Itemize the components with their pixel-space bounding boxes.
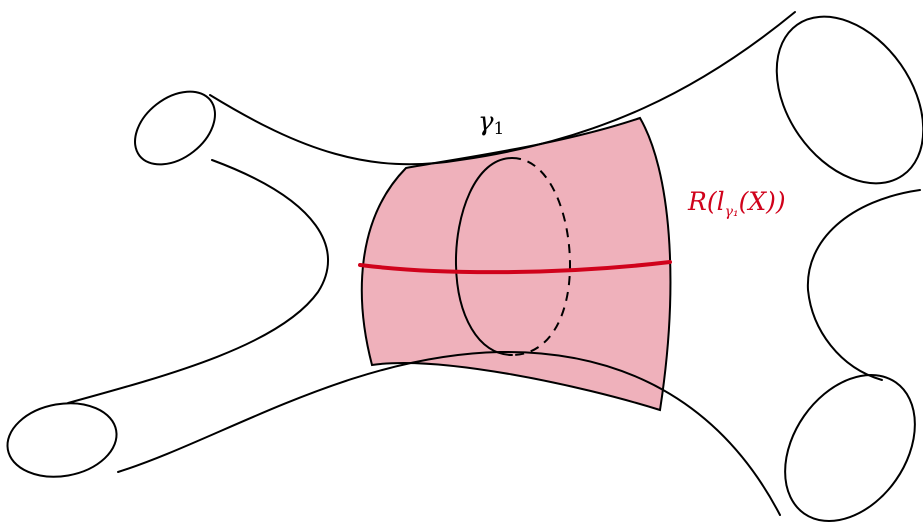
collar-region xyxy=(360,116,672,412)
surface-outline xyxy=(67,11,921,516)
bottom-left-tube-end xyxy=(6,402,118,478)
top-left-tube-end xyxy=(134,90,216,166)
collar-geodesic xyxy=(358,260,672,275)
collar-width-label: R(lγ₁(X)) xyxy=(687,187,786,220)
gamma1-back-arc xyxy=(511,157,572,356)
top-right-tube-end xyxy=(775,15,923,185)
gamma1-front-arc xyxy=(454,157,513,356)
gamma1-label: γ1 xyxy=(478,107,504,139)
bottom-right-tube-end xyxy=(784,374,916,522)
